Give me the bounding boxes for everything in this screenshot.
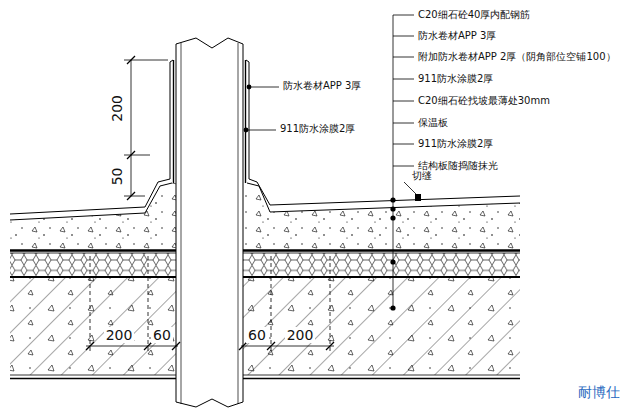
callout-text: 防水卷材APP 3厚 [418,30,496,42]
right-leader [393,15,414,16]
waterproof-membrane [10,250,520,251]
right-leader [393,36,414,37]
pipe [176,38,243,407]
vertical-dimension [131,60,132,196]
insulation-board [243,253,520,276]
callout-text: 911防水涂膜2厚 [418,138,493,150]
left-leader [249,87,279,88]
horizontal-dimension [241,346,334,347]
right-leader [393,166,414,167]
right-leader [393,57,414,58]
pipe-flashing [245,60,246,183]
waterproof-membrane [243,249,520,252]
pipe-flashing [170,60,173,179]
pipe-flashing [173,60,174,183]
insulation-board [10,253,176,276]
right-leader [393,79,414,80]
horizontal-dimension [330,256,331,352]
vertical-dimension [127,56,135,64]
structural-slab [10,378,520,380]
structural-slab [10,277,176,375]
horizontal-dimension [271,256,272,352]
vertical-dimension [124,56,168,200]
cut-joint [415,194,421,201]
right-leader [393,15,394,310]
structural-slab [243,277,520,375]
right-leader [390,206,395,211]
horizontal-dimension [86,342,94,350]
pipe-flashing [246,60,249,179]
right-leader [390,15,416,311]
vertical-dimension [124,155,150,156]
top-surface-layers [10,179,520,220]
right-leader [393,123,414,124]
left-leader [244,128,249,133]
callout-text: 切缝 [412,170,432,182]
screed-layer [10,183,176,249]
structural-slab [243,276,520,278]
dimension-value: 60 [246,327,268,344]
dimension-value: 200 [109,95,126,122]
structural-slab [10,276,176,278]
horizontal-dimension [326,342,334,350]
watermark: 耐博仕 [578,384,620,401]
horizontal-dimension [148,256,149,352]
cut-joint [415,194,421,201]
structural-slab [10,375,520,376]
structural-slab [10,277,176,375]
dimension-value: 60 [151,327,173,344]
pipe [238,43,239,404]
dimension-value: 50 [109,167,126,185]
vertical-dimension [127,192,135,200]
dimension-value: 200 [285,327,316,344]
insulation-board [243,253,520,254]
waterproof-membrane [10,249,176,252]
pipe [176,38,243,407]
horizontal-dimension [86,346,178,347]
pipe [181,43,182,404]
insulation-board [10,253,520,276]
insulation-board [10,253,176,254]
horizontal-dimension [267,342,275,350]
right-leader [390,305,395,310]
horizontal-dimension [172,342,180,350]
structural-slab [243,277,520,375]
right-leader [393,144,414,145]
right-leader [390,259,395,264]
right-leader [404,182,416,194]
dimension-value: 200 [104,327,135,344]
top-surface-layers [249,179,520,205]
screed-layer [10,183,520,249]
callout-text: C20细石砼40厚内配钢筋 [418,9,530,21]
callout-text: 保温板 [418,117,448,129]
top-surface-layers [247,183,520,212]
callout-text: 附加防水卷材APP 2厚（阴角部位空铺100） [418,51,616,63]
screed-layer [243,183,520,249]
right-leader [390,197,395,202]
left-leader [244,85,279,133]
callout-text: 防水卷材APP 3厚 [283,80,361,92]
vertical-dimension [124,196,145,197]
callout-text: C20细石砼找坡最薄处30mm [418,95,550,107]
top-surface-layers [10,183,172,220]
horizontal-dimension [90,256,91,352]
callout-text: 911防水涂膜2厚 [280,123,355,135]
horizontal-dimension [86,256,334,352]
callout-text: 911防水涂膜2厚 [418,73,493,85]
structural-slab [10,277,520,379]
right-leader [390,215,395,220]
vertical-dimension [127,151,135,159]
top-surface-layers [10,179,170,214]
right-leader [393,101,414,102]
left-leader [246,130,276,131]
left-leader [247,85,252,90]
